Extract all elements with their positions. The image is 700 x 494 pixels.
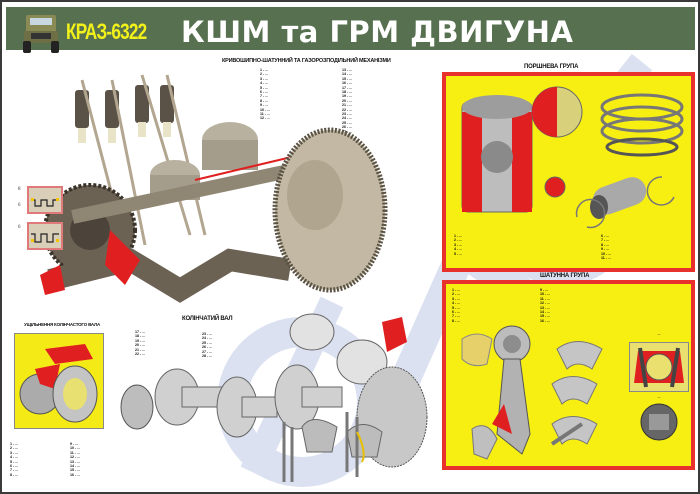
piston-group-legend-left: 1 - ...2 - ...3 - ...4 - ...5 - ... (454, 234, 463, 256)
header-bar: КРАЗ-6322 КШМ та ГРМ ДВИГУНА ЯМЗ-238 (6, 7, 695, 83)
gear-mesh-callout-top (27, 186, 63, 214)
engine-mechanism-illustration (40, 74, 388, 303)
crankshaft-illustration (120, 313, 428, 482)
gear-mesh-callout-bottom (27, 222, 63, 250)
connecting-rod-legend-right: 9 - ...10 - ...11 - ...12 - ...13 - ...1… (540, 288, 551, 323)
main-mechanism-title: КРИВОШИПНО-ШАТУННИЙ ТА ГАЗОРОЗПОДІЛЬНИЙ … (222, 58, 391, 64)
connecting-rod-inset-caption-top: ... (657, 332, 661, 336)
piston-group-illustration (461, 86, 684, 229)
connecting-rod-legend-left: 1 - ...2 - ...3 - ...4 - ...5 - ...6 - .… (452, 288, 461, 323)
crankshaft-seal-legend-right: 9 - ...10 - ...11 - ...12 - ...13 - ...1… (70, 442, 81, 477)
main-mechanism-legend-left: 1 - ...2 - ...3 - ...4 - ...5 - ...6 - .… (260, 68, 271, 121)
connecting-rod-group-title: ШАТУННА ГРУПА (540, 273, 590, 279)
connecting-rod-illustration (461, 325, 603, 460)
connecting-rod-group-panel: 1 - ...2 - ...3 - ...4 - ...5 - ...6 - .… (442, 280, 695, 470)
callout-number: 6 (18, 225, 21, 230)
crankshaft-seal-title: УЩІЛЬНЕННЯ КОЛІНЧАСТОГО ВАЛА (24, 322, 101, 327)
brand-label: КРАЗ-6322 (66, 19, 147, 44)
truck-icon (23, 15, 59, 53)
connecting-rod-inset-caption-bottom: ... (657, 395, 661, 399)
connecting-rod-cap-inset (629, 342, 689, 392)
crankshaft-seal-legend-left: 1 - ...2 - ...3 - ...4 - ...5 - ...6 - .… (10, 442, 19, 477)
piston-group-title: ПОРШНЕВА ГРУПА (524, 64, 579, 70)
crankshaft-title: КОЛІНЧАТИЙ ВАЛ (182, 316, 233, 322)
callout-number: 6 (18, 203, 21, 208)
poster-title: КШМ та ГРМ ДВИГУНА ЯМЗ-238 (181, 15, 574, 83)
crankshaft-legend-right: 23 - ...24 - ...25 - ...26 - ...27 - ...… (202, 332, 213, 359)
bearing-detail-circle (640, 403, 678, 441)
callout-number: 8 (18, 187, 21, 192)
crankshaft-legend-left: 17 - ...18 - ...19 - ...20 - ...21 - ...… (135, 330, 146, 357)
piston-group-legend-right: 6 - ...7 - ...8 - ...9 - ...10 - ...11 -… (601, 234, 612, 261)
crankshaft-seal-inset (14, 333, 104, 429)
piston-group-panel: 1 - ...2 - ...3 - ...4 - ...5 - ... 6 - … (442, 72, 695, 272)
